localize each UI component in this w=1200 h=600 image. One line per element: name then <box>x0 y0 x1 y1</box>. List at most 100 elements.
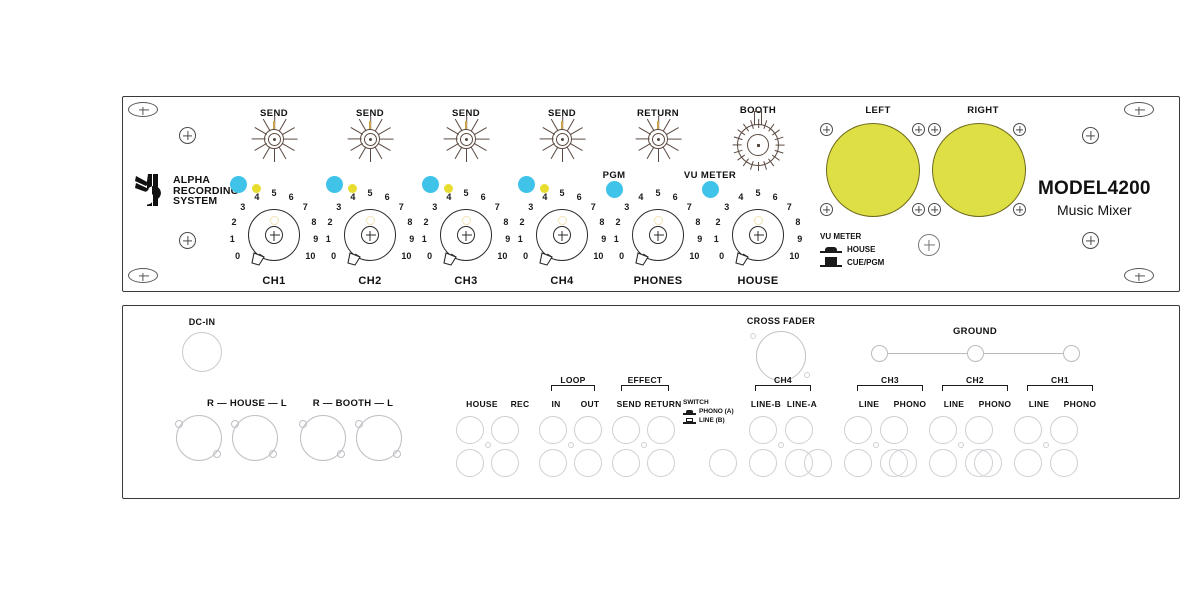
rca-jack-bottom[interactable] <box>1050 449 1078 477</box>
mini-switch-phono-icon <box>683 409 696 415</box>
led-yellow-ch1[interactable] <box>252 184 261 193</box>
rca-jack-bottom[interactable] <box>844 449 872 477</box>
knob-send-ch2[interactable] <box>347 116 394 162</box>
rca-jack-top[interactable] <box>880 416 908 444</box>
led-blue-ch1[interactable] <box>230 176 247 193</box>
led-blue-ch2[interactable] <box>326 176 343 193</box>
knob-send-ch3[interactable] <box>443 116 490 162</box>
knob-scale-number: 6 <box>288 191 294 202</box>
rca-jack-top[interactable] <box>844 416 872 444</box>
vu-switch-house-row[interactable]: HOUSE <box>820 245 884 254</box>
rca-jack-bottom[interactable] <box>456 449 484 477</box>
rca-jack-top[interactable] <box>574 416 602 444</box>
ground-terminal-2[interactable] <box>967 345 984 362</box>
loop-bracket <box>551 385 595 391</box>
knob-top-label-ch3: SEND <box>452 108 480 119</box>
knob-center-dot <box>560 137 564 141</box>
vu-meter-switch-legend: VU METER HOUSE CUE/PGM <box>820 232 884 267</box>
rear-switch-line-row[interactable]: LINE (B) <box>683 417 734 424</box>
rca-jack-top[interactable] <box>491 416 519 444</box>
knob-send-ch1[interactable] <box>251 116 298 162</box>
knob-scale-number: 0 <box>523 251 529 261</box>
rca-jack-bottom[interactable] <box>929 449 957 477</box>
knob-scale-number: 1 <box>517 234 523 245</box>
knob-scale-number: 6 <box>772 191 778 202</box>
rca-jack-bottom[interactable] <box>574 449 602 477</box>
rca-jack-bottom[interactable] <box>612 449 640 477</box>
output-jack[interactable] <box>299 415 346 461</box>
knob-scale-number: 2 <box>327 217 333 228</box>
fader-knob-phones[interactable] <box>632 209 684 266</box>
rca-jack-top[interactable] <box>1050 416 1078 444</box>
vu-switch-cuepgm-label: CUE/PGM <box>847 257 885 267</box>
rca-jack-top[interactable] <box>785 416 813 444</box>
jack-latch-bottom <box>269 450 277 458</box>
rca-jack-extra[interactable] <box>889 449 917 477</box>
fader-knob-ch2[interactable] <box>344 209 396 266</box>
fader-knob-ch3[interactable] <box>440 209 492 266</box>
fader-knob-center <box>553 226 571 244</box>
cross-fader-label: CROSS FADER <box>746 316 816 326</box>
led-yellow-ch3[interactable] <box>444 184 453 193</box>
dc-in-jack[interactable] <box>182 332 222 372</box>
rca-jack-extra[interactable] <box>709 449 737 477</box>
rca-jack-top[interactable] <box>612 416 640 444</box>
led-yellow-ch2[interactable] <box>348 184 357 193</box>
cross-fader-jack[interactable] <box>756 331 806 381</box>
rca-jack-bottom[interactable] <box>539 449 567 477</box>
knob-pointer <box>657 121 659 130</box>
knob-pointer <box>465 121 467 130</box>
rca-jack-top[interactable] <box>749 416 777 444</box>
vu-switch-title: VU METER <box>820 232 862 241</box>
rca-jack-top[interactable] <box>539 416 567 444</box>
knob-scale-number: 6 <box>576 191 582 202</box>
rca-jack-top[interactable] <box>965 416 993 444</box>
rca-jack-top[interactable] <box>456 416 484 444</box>
fader-knob-ch4[interactable] <box>536 209 588 266</box>
rca-jack-extra[interactable] <box>804 449 832 477</box>
rear-house-label: HOUSE <box>466 399 498 409</box>
input-line-label-ch1: LINE <box>1028 399 1050 409</box>
output-jack[interactable] <box>355 415 402 461</box>
fader-knob-house[interactable] <box>732 209 784 266</box>
led-yellow-ch4[interactable] <box>540 184 549 193</box>
knob-scale-number: 8 <box>503 217 509 228</box>
effect-bracket <box>621 385 669 391</box>
vu-left-label: LEFT <box>865 105 891 116</box>
led-blue-vu-meter[interactable] <box>702 181 719 198</box>
input-line-label-ch3: LINE <box>858 399 880 409</box>
knob-scale-number: 3 <box>432 201 438 212</box>
vu-meter-button-label: VU METER <box>683 170 737 181</box>
output-jack[interactable] <box>231 415 278 461</box>
knob-send-ch4[interactable] <box>539 116 586 162</box>
rca-jack-bottom[interactable] <box>491 449 519 477</box>
vu-switch-house-label: HOUSE <box>847 244 876 254</box>
rear-switch-phono-row[interactable]: PHONO (A) <box>683 408 734 415</box>
knob-scale-number: 3 <box>624 201 630 212</box>
fader-knob-ch1[interactable] <box>248 209 300 266</box>
knob-tick <box>379 138 394 140</box>
rca-jack-bottom[interactable] <box>647 449 675 477</box>
ground-terminal-3[interactable] <box>1063 345 1080 362</box>
rca-jack-top[interactable] <box>1014 416 1042 444</box>
knob-return[interactable] <box>635 116 682 162</box>
rca-jack-top[interactable] <box>647 416 675 444</box>
vu-right-label: RIGHT <box>967 105 999 116</box>
alpha-logo-mark <box>135 174 161 206</box>
vu-switch-cuepgm-row[interactable]: CUE/PGM <box>820 256 885 267</box>
led-blue-ch4[interactable] <box>518 176 535 193</box>
output-jack[interactable] <box>175 415 222 461</box>
rca-jack-extra[interactable] <box>974 449 1002 477</box>
led-blue-ch3[interactable] <box>422 176 439 193</box>
fader-knob-outer <box>732 209 784 261</box>
knob-booth[interactable] <box>732 111 785 171</box>
switch-flat-icon <box>820 245 842 253</box>
knob-tick <box>758 162 760 171</box>
rca-jack-top[interactable] <box>929 416 957 444</box>
led-blue-pgm[interactable] <box>606 181 623 198</box>
knob-scale-number: 3 <box>240 201 246 212</box>
ground-terminal-1[interactable] <box>871 345 888 362</box>
rca-jack-bottom[interactable] <box>1014 449 1042 477</box>
jack-spacer-dot <box>568 442 574 448</box>
rca-jack-bottom[interactable] <box>749 449 777 477</box>
